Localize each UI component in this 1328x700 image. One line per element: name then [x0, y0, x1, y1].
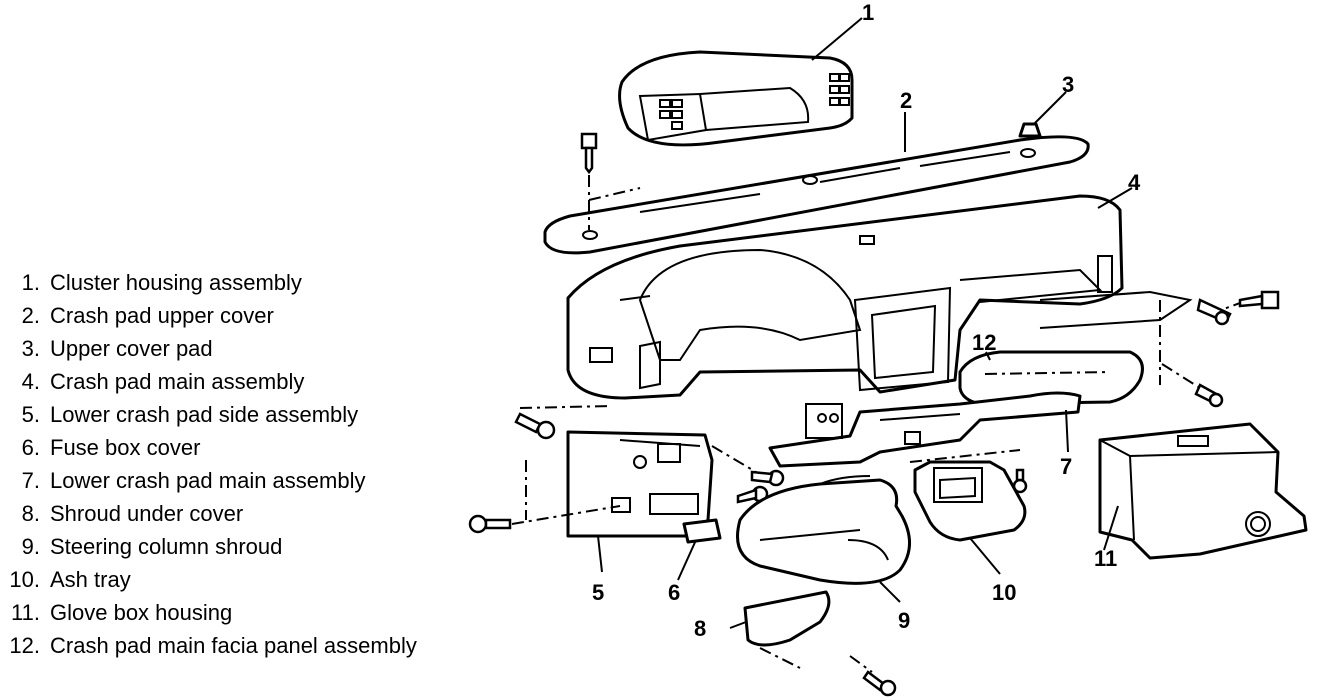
screw-icon [1012, 468, 1028, 494]
upper-cover-part [543, 135, 1090, 255]
legend-item-9: 9. Steering column shroud [0, 530, 500, 563]
legend-label: Lower crash pad side assembly [50, 402, 359, 427]
callout-3: 3 [1062, 72, 1074, 97]
screw-icon [862, 670, 897, 697]
legend-label: Shroud under cover [50, 501, 244, 526]
screw-icon [750, 469, 785, 487]
legend-label: Glove box housing [50, 600, 233, 625]
legend-number: 1. [21, 270, 40, 295]
glove-box-housing-part [1098, 422, 1308, 560]
legend-label: Lower crash pad main assembly [50, 468, 366, 493]
legend-label: Crash pad upper cover [50, 303, 274, 328]
screw-icon [468, 514, 512, 534]
legend-item-4: 4. Crash pad main assembly [0, 365, 500, 398]
callout-9: 9 [898, 608, 910, 633]
legend-number: 10. [9, 567, 40, 592]
callout-6: 6 [668, 580, 680, 605]
legend-number: 8. [21, 501, 40, 526]
legend-item-10: 10. Ash tray [0, 563, 500, 596]
legend-item-11: 11. Glove box housing [0, 596, 500, 629]
callout-8: 8 [694, 616, 706, 641]
legend-item-3: 3. Upper cover pad [0, 332, 500, 365]
legend-item-1: 1. Cluster housing assembly [0, 266, 500, 299]
legend-item-6: 6. Fuse box cover [0, 431, 500, 464]
callout-10: 10 [992, 580, 1016, 605]
callout-12: 12 [972, 330, 996, 355]
ash-tray-part [913, 460, 1027, 542]
legend-item-2: 2. Crash pad upper cover [0, 299, 500, 332]
legend-number: 2. [21, 303, 40, 328]
crash-pad-main-part [566, 194, 1124, 400]
parts-legend: 1. Cluster housing assembly 2. Crash pad u… [0, 266, 500, 662]
screw-icon [580, 132, 598, 175]
fuse-box-cover-part [682, 518, 722, 544]
screw-icon [514, 412, 556, 440]
legend-number: 3. [21, 336, 40, 361]
legend-label: Crash pad main assembly [50, 369, 305, 394]
legend-item-12: 12. Crash pad main facia panel assembly [0, 629, 500, 662]
screw-icon [1194, 383, 1224, 408]
legend-item-5: 5. Lower crash pad side assembly [0, 398, 500, 431]
callout-7: 7 [1060, 454, 1072, 479]
callout-11: 11 [1094, 546, 1117, 571]
callout-4: 4 [1128, 170, 1141, 195]
shroud-under-cover-part [743, 590, 831, 647]
legend-number: 6. [21, 435, 40, 460]
legend-number: 11. [11, 600, 40, 625]
legend-label: Fuse box cover [50, 435, 201, 460]
callout-5: 5 [592, 580, 604, 605]
legend-label: Steering column shroud [50, 534, 283, 559]
legend-item-8: 8. Shroud under cover [0, 497, 500, 530]
callout-2: 2 [900, 88, 912, 113]
legend-number: 12. [9, 633, 40, 658]
legend-label: Ash tray [50, 567, 131, 592]
steering-shroud-part [736, 475, 911, 585]
callout-1: 1 [862, 0, 874, 25]
upper-cover-pad-part [1018, 122, 1042, 138]
legend-number: 9. [21, 534, 40, 559]
screw-icon [1238, 290, 1280, 310]
screw-icon [1196, 298, 1232, 326]
cluster-housing-part [618, 50, 854, 147]
lower-crash-pad-side-part [566, 430, 714, 538]
legend-label: Cluster housing assembly [50, 270, 302, 295]
lower-crash-pad-main-part [768, 391, 1082, 468]
legend-number: 7. [21, 468, 40, 493]
legend-label: Upper cover pad [50, 336, 213, 361]
facia-panel-part [958, 290, 1193, 406]
legend-item-7: 7. Lower crash pad main assembly [0, 464, 500, 497]
legend-number: 5. [21, 402, 40, 427]
legend-number: 4. [21, 369, 40, 394]
legend-label: Crash pad main facia panel assembly [50, 633, 417, 658]
